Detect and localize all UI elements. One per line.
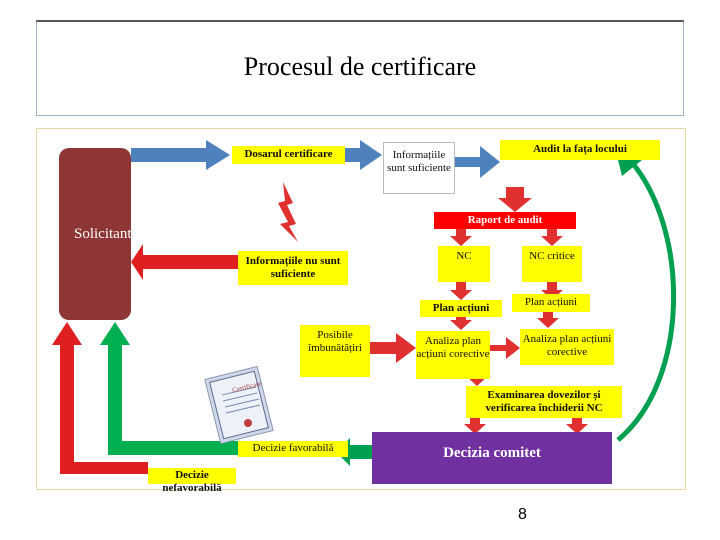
dosarul-box: Dosarul certificare [232, 146, 345, 164]
arrow-nc-to-plan [450, 282, 472, 300]
arrow-raport-to-nc [450, 228, 472, 246]
solicitant-label: Solicitant [74, 226, 132, 242]
page-title: Procesul de certificare [243, 52, 477, 81]
certificate-icon [204, 365, 274, 445]
arrow-to-dosarul [131, 140, 230, 170]
decizia-comitet-label: Decizia comitet [443, 445, 541, 461]
arrow-examinare-down-1 [464, 418, 486, 434]
decizia-comitet-box [372, 432, 612, 484]
nc-box: NC [438, 246, 490, 282]
arrow-to-informatii [345, 140, 382, 170]
arrow-to-solicitant-red [131, 244, 238, 280]
examinarea-box: Examinarea dovezilor și verificarea înch… [466, 386, 622, 418]
title-box [36, 20, 684, 116]
arrow-plan-to-analiza-1 [450, 316, 472, 330]
arrow-nefavorabila-to-solicitant [52, 322, 148, 474]
page-number: 8 [518, 506, 527, 523]
analiza-box-2: Analiza plan acțiuni corective [520, 329, 614, 365]
arrow-examinare-down-2 [566, 418, 588, 434]
solicitant-box [59, 148, 131, 320]
arrow-nccritice-to-plan [541, 282, 563, 300]
analiza-box-1: Analiza plan acțiuni corective [416, 331, 490, 379]
arrow-analiza-to-analiza2 [490, 337, 520, 359]
posibile-box: Posibile îmbunătățiri [300, 325, 370, 377]
decizie-favorabila-box: Decizie favorabilă [238, 441, 348, 457]
arrow-audit-to-raport [498, 187, 532, 212]
arrow-to-audit [455, 146, 500, 178]
informatii-nu-box: Informațiile nu sunt suficiente [238, 251, 348, 285]
plan-actiuni-box-1: Plan acțiuni [420, 300, 502, 317]
arrow-raport-to-nccritice [541, 228, 563, 246]
audit-box: Audit la fața locului [500, 140, 660, 160]
raport-box: Raport de audit [434, 212, 576, 229]
arrow-plan-to-analiza-2 [537, 312, 559, 328]
decizie-nefavorabila-box: Decizie nefavorabilă [148, 468, 236, 494]
plan-actiuni-box-2: Plan acțiuni [512, 294, 590, 312]
arrow-curved-to-audit [616, 158, 677, 442]
informatii-sunt-box: Informațiile sunt suficiente [383, 142, 455, 194]
nc-critice-box: NC critice [522, 246, 582, 282]
arrow-posibile-to-analiza [370, 333, 416, 363]
lightning-icon [278, 182, 298, 242]
